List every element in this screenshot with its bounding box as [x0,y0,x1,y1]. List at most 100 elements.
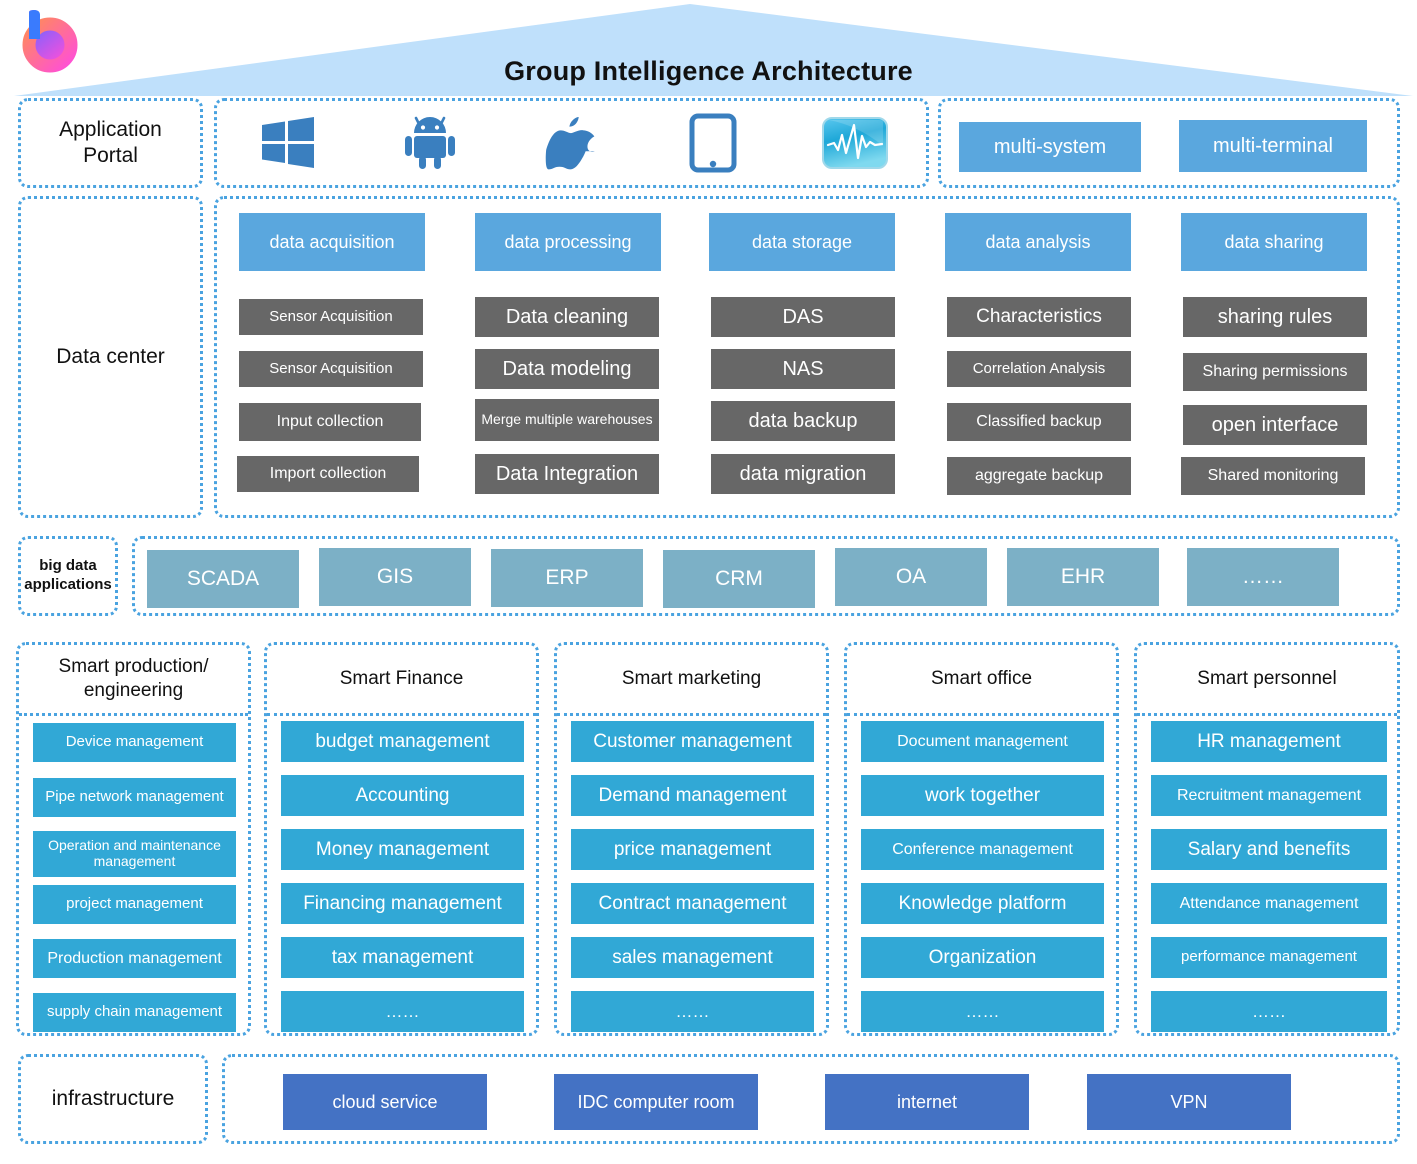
data-center-panel: data acquisition Sensor Acquisition Sens… [214,196,1400,518]
android-icon[interactable] [380,112,480,174]
big-data-item-ehr[interactable]: EHR [1007,548,1159,606]
business-column-finance: Smart Finance budget management Accounti… [264,642,539,1036]
data-center-item-acq-2[interactable]: Input collection [239,403,421,441]
business-item-mkt-2[interactable]: price management [571,829,814,870]
tablet-icon[interactable] [663,112,763,174]
business-item-fin-4[interactable]: tax management [281,937,524,978]
infrastructure-item-cloud-service[interactable]: cloud service [283,1074,487,1130]
business-item-fin-3[interactable]: Financing management [281,883,524,924]
infrastructure-item-internet[interactable]: internet [825,1074,1029,1130]
data-center-item-proc-1[interactable]: Data modeling [475,349,659,389]
big-data-item-scada[interactable]: SCADA [147,550,299,608]
business-item-off-5[interactable]: …… [861,991,1104,1032]
application-portal-label-line2: Portal [83,144,138,167]
apple-icon-glyph [546,117,596,170]
business-column-office-title: Smart office [930,668,1033,690]
business-item-off-1[interactable]: work together [861,775,1104,816]
data-center-item-shr-1[interactable]: Sharing permissions [1183,353,1367,391]
business-item-fin-0[interactable]: budget management [281,721,524,762]
infrastructure-label: infrastructure [51,1086,175,1110]
data-center-item-sto-3[interactable]: data migration [711,454,895,494]
windows-icon-glyph [261,117,314,168]
business-item-mkt-4[interactable]: sales management [571,937,814,978]
business-item-per-2[interactable]: Salary and benefits [1151,829,1387,870]
data-center-header-processing[interactable]: data processing [475,213,661,271]
business-item-per-5[interactable]: …… [1151,991,1387,1032]
data-center-item-ana-0[interactable]: Characteristics [947,297,1131,337]
big-data-item-crm[interactable]: CRM [663,550,815,608]
business-item-fin-2[interactable]: Money management [281,829,524,870]
data-center-item-ana-2[interactable]: Classified backup [947,403,1131,441]
divider [847,713,1116,716]
business-item-prod-3[interactable]: project management [33,885,236,924]
business-column-personnel-title: Smart personnel [1197,668,1337,690]
business-item-mkt-5[interactable]: …… [571,991,814,1032]
tag-multi-terminal[interactable]: multi-terminal [1179,120,1367,172]
business-item-per-0[interactable]: HR management [1151,721,1387,762]
business-column-office: Smart office Document management work to… [844,642,1119,1036]
windows-icon[interactable] [238,112,338,174]
business-item-prod-0[interactable]: Device management [33,723,236,762]
data-center-item-shr-3[interactable]: Shared monitoring [1181,457,1365,495]
application-portal-tags-panel: multi-system multi-terminal [938,98,1400,188]
tag-multi-system[interactable]: multi-system [959,122,1141,172]
big-data-applications-label-box: big data applications [18,536,118,616]
title-line1: Smart production/ [58,656,209,678]
big-data-label-line2: applications [24,576,112,593]
business-item-off-2[interactable]: Conference management [861,829,1104,870]
data-center-item-proc-3[interactable]: Data Integration [475,454,659,494]
data-center-header-sharing[interactable]: data sharing [1181,213,1367,271]
big-data-item-oa[interactable]: OA [835,548,987,606]
data-center-item-acq-1[interactable]: Sensor Acquisition [239,351,423,387]
business-item-prod-5[interactable]: supply chain management [33,993,236,1032]
infrastructure-item-vpn[interactable]: VPN [1087,1074,1291,1130]
business-item-fin-5[interactable]: …… [281,991,524,1032]
data-center-header-storage[interactable]: data storage [709,213,895,271]
business-item-per-1[interactable]: Recruitment management [1151,775,1387,816]
business-item-off-4[interactable]: Organization [861,937,1104,978]
divider [19,713,248,716]
data-center-header-acquisition[interactable]: data acquisition [239,213,425,271]
business-item-off-0[interactable]: Document management [861,721,1104,762]
data-center-item-acq-0[interactable]: Sensor Acquisition [239,299,423,335]
data-center-item-shr-2[interactable]: open interface [1183,405,1367,445]
application-portal-label-line1: Application [59,117,162,141]
big-data-item-more[interactable]: …… [1187,548,1339,606]
business-item-per-3[interactable]: Attendance management [1151,883,1387,924]
application-portal-icons-panel [214,98,929,188]
apple-icon[interactable] [521,112,621,174]
big-data-label-line1: big data [39,557,97,575]
business-item-fin-1[interactable]: Accounting [281,775,524,816]
business-item-prod-1[interactable]: Pipe network management [33,778,236,817]
data-center-item-proc-2[interactable]: Merge multiple warehouses [475,399,659,441]
business-item-per-4[interactable]: performance management [1151,937,1387,978]
business-item-mkt-3[interactable]: Contract management [571,883,814,924]
big-data-applications-panel: SCADA GIS ERP CRM OA EHR …… [132,536,1400,616]
big-data-item-erp[interactable]: ERP [491,549,643,607]
data-center-item-acq-3[interactable]: Import collection [237,456,419,492]
infrastructure-item-idc-computer-room[interactable]: IDC computer room [554,1074,758,1130]
business-column-marketing: Smart marketing Customer management Dema… [554,642,829,1036]
data-center-item-sto-1[interactable]: NAS [711,349,895,389]
business-item-prod-4[interactable]: Production management [33,939,236,978]
data-center-header-analysis[interactable]: data analysis [945,213,1131,271]
business-column-finance-title: Smart Finance [339,668,464,690]
tablet-icon-glyph [689,113,737,173]
data-center-item-proc-0[interactable]: Data cleaning [475,297,659,337]
infrastructure-label-box: infrastructure [18,1054,208,1144]
business-column-production: Smart production/ engineering Device man… [16,642,251,1036]
business-item-mkt-1[interactable]: Demand management [571,775,814,816]
business-item-off-3[interactable]: Knowledge platform [861,883,1104,924]
divider [267,713,536,716]
business-item-prod-2[interactable]: Operation and maintenance management [33,831,236,877]
data-center-item-ana-3[interactable]: aggregate backup [947,457,1131,495]
data-center-item-sto-2[interactable]: data backup [711,401,895,441]
business-column-production-title: Smart production/ engineering [19,645,248,713]
big-data-item-gis[interactable]: GIS [319,548,471,606]
business-item-mkt-0[interactable]: Customer management [571,721,814,762]
waveform-monitor-icon[interactable] [805,112,905,174]
application-portal-label-box: Application Portal [18,98,203,188]
data-center-item-shr-0[interactable]: sharing rules [1183,297,1367,337]
data-center-item-sto-0[interactable]: DAS [711,297,895,337]
data-center-item-ana-1[interactable]: Correlation Analysis [947,351,1131,387]
